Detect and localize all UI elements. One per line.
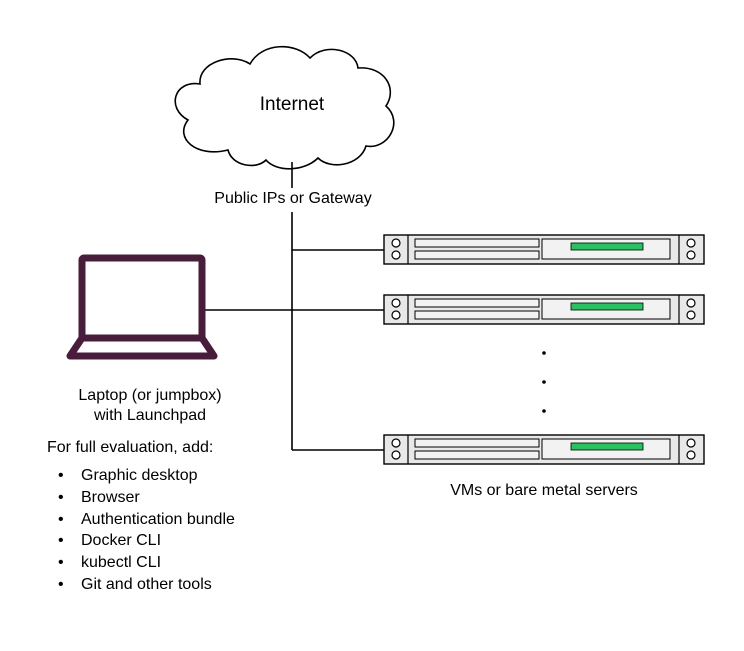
laptop-label-line1: Laptop (or jumpbox) — [78, 387, 222, 404]
screw-icon — [686, 438, 696, 448]
screw-icon — [686, 310, 696, 320]
rack-server-icon — [383, 434, 705, 465]
internet-label: Internet — [259, 94, 325, 115]
servers-group — [383, 234, 705, 465]
rack-server-icon — [383, 234, 705, 265]
screw-icon — [686, 298, 696, 308]
status-led-bar — [570, 242, 644, 251]
screw-icon — [686, 250, 696, 260]
screw-icon — [391, 450, 401, 460]
laptop-label: Laptop (or jumpbox) with Launchpad — [40, 386, 260, 426]
bullet: • — [58, 488, 64, 506]
list-item-label: Docker CLI — [81, 532, 162, 550]
list-item: • Git and other tools — [58, 574, 235, 596]
list-item: • Browser — [58, 487, 235, 509]
evaluation-heading: For full evaluation, add: — [47, 439, 214, 456]
status-led-bar — [570, 442, 644, 451]
list-item-label: Authentication bundle — [81, 510, 235, 528]
ellipsis-dot — [542, 409, 546, 413]
list-item: • Docker CLI — [58, 530, 235, 552]
list-item: • Authentication bundle — [58, 509, 235, 531]
network-links — [204, 162, 384, 451]
ellipsis-dot — [542, 351, 546, 355]
screw-icon — [686, 238, 696, 248]
screw-icon — [391, 298, 401, 308]
list-item-label: Graphic desktop — [81, 467, 198, 484]
evaluation-list: • Graphic desktop • Browser • Authenticatio… — [58, 465, 235, 596]
cloud-icon — [174, 45, 395, 170]
rack-server-icon — [383, 294, 705, 325]
ellipsis-dot — [542, 380, 546, 384]
status-led-bar — [570, 302, 644, 311]
bullet: • — [58, 510, 64, 528]
list-item-label: Browser — [81, 488, 140, 506]
laptop-icon — [66, 254, 218, 360]
screw-icon — [686, 450, 696, 460]
bullet: • — [58, 575, 64, 593]
screw-icon — [391, 238, 401, 248]
servers-label: VMs or bare metal servers — [450, 482, 638, 499]
gateway-label: Public IPs or Gateway — [214, 190, 372, 207]
screw-icon — [391, 438, 401, 448]
screw-icon — [391, 250, 401, 260]
ellipsis-dots — [542, 351, 546, 413]
bullet: • — [58, 467, 64, 484]
list-item-label: kubectl CLI — [81, 554, 162, 572]
list-item: • Graphic desktop — [58, 465, 235, 487]
bullet: • — [58, 532, 64, 550]
laptop-label-line2: with Launchpad — [93, 407, 207, 424]
list-item: • kubectl CLI — [58, 552, 235, 574]
screw-icon — [391, 310, 401, 320]
bullet: • — [58, 554, 64, 572]
list-item-label: Git and other tools — [81, 575, 212, 593]
